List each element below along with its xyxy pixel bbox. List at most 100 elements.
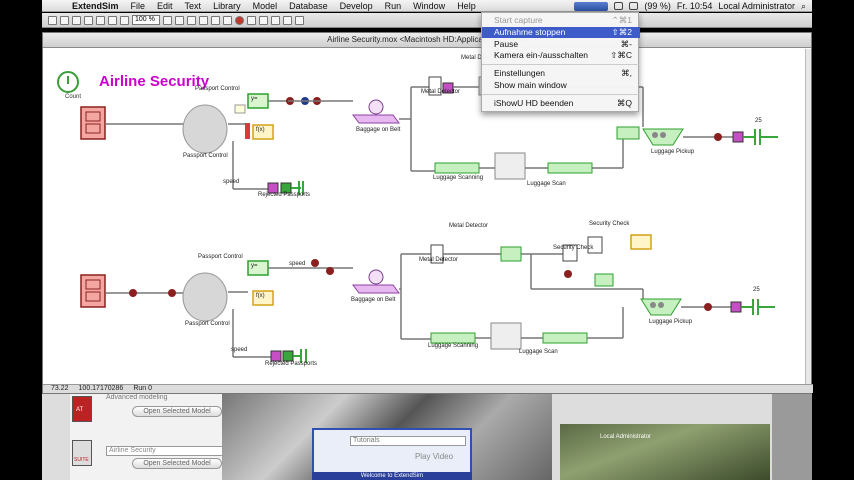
create-block-2[interactable] [80,274,106,308]
menu-database[interactable]: Database [289,0,328,11]
security-check-booth[interactable] [562,244,578,262]
label-security-check-b: Security Check [553,245,594,251]
status-time: 73.22 [51,385,69,392]
menu-help[interactable]: Help [457,0,476,11]
label-rejected-2: Rejected Passports [265,361,318,367]
background-area: AT Advanced modeling Open Selected Model… [42,394,812,480]
executive-clock-icon[interactable] [57,71,79,93]
animation-icon[interactable] [283,15,292,25]
menu-item-label: Aufnahme stoppen [494,27,566,37]
tutorials-select[interactable]: Tutorials [350,436,466,446]
menu-app-name[interactable]: ExtendSim [72,0,119,11]
stop-run-icon[interactable] [235,15,244,25]
step-icon[interactable] [271,15,280,25]
menu-item-toggle-camera[interactable]: Kamera ein-/ausschalten ⇧⌘C [482,50,640,61]
label-yes-1: y= [251,96,258,102]
label-speed-1: speed [223,179,240,185]
model-canvas[interactable]: Count Airline Security [43,49,807,385]
equation-block-1[interactable] [252,124,274,140]
print-icon[interactable] [84,15,93,25]
menu-item-start-capture[interactable]: Start capture ⌃⌘1 [482,15,640,26]
model-diagram [80,76,778,363]
menu-develop[interactable]: Develop [339,0,373,11]
menu-run[interactable]: Run [384,0,402,11]
menu-item-shortcut: ⌘, [621,68,632,78]
luggage-scanning-belt-1[interactable] [434,162,480,174]
map-overlay-text: Local Administrator [600,434,652,440]
luggage-scan-machine-1[interactable] [494,152,526,180]
vertical-scrollbar[interactable] [805,49,811,385]
metal-detector-1[interactable] [428,76,442,96]
menu-item-show-main-window[interactable]: Show main window [482,80,640,91]
tutorials-panel: Tutorials Play Video [312,428,472,480]
save-icon[interactable] [72,15,81,25]
menu-item-label: Kamera ein-/ausschalten [494,50,589,60]
volume-icon[interactable] [629,2,639,10]
pointer-icon[interactable] [211,15,220,25]
menu-item-shortcut: ⌃⌘1 [611,15,632,25]
open-icon[interactable] [60,15,69,25]
text-icon[interactable] [199,15,208,25]
ishowu-dropdown-menu: Start capture ⌃⌘1 Aufnahme stoppen ⇧⌘2 P… [481,12,640,112]
menubar-user[interactable]: Local Administrator [718,1,795,11]
align-icon[interactable] [187,15,196,25]
menu-window[interactable]: Window [413,0,446,11]
menu-item-quit[interactable]: iShowU HD beenden ⌘Q [482,98,640,109]
open-selected-model-button-2[interactable]: Open Selected Model [132,458,222,469]
menu-item-label: Show main window [494,80,567,90]
menu-item-shortcut: ⌘Q [616,98,632,108]
status-bar: 73.22 100.17170286 Run 0 [43,384,813,393]
spotlight-icon[interactable]: ⌕ [800,0,806,11]
luggage-scanning-belt-2[interactable] [430,332,476,344]
equation-block-2[interactable] [252,290,274,306]
menu-file[interactable]: File [130,0,146,11]
menu-library[interactable]: Library [213,0,241,11]
copy-icon[interactable] [108,15,117,25]
debug-icon[interactable] [295,15,304,25]
label-count-2: 25 [753,287,760,293]
label-yes-2: y= [251,263,258,269]
paste-icon[interactable] [120,15,129,25]
model-select-field[interactable]: Airline Security [106,446,224,456]
hand-icon[interactable] [223,15,232,25]
model-window: Airline Security.mox <Macintosh HD:Appli… [42,32,813,394]
label-count-1: 25 [755,118,762,124]
label-metal-2: Metal Detector [449,223,489,229]
menu-item-shortcut: ⇧⌘C [610,50,632,60]
run-icon[interactable] [247,15,256,25]
menu-model[interactable]: Model [252,0,278,11]
label-passport-control-2b: Passport Control [185,321,230,327]
open-selected-model-button-1[interactable]: Open Selected Model [132,406,222,417]
cut-icon[interactable] [96,15,105,25]
play-video-button[interactable]: Play Video [414,452,454,461]
passport-control-icon-1[interactable] [182,104,228,154]
label-security-check: Security Check [589,221,630,227]
menu-item-label: Einstellungen [494,68,546,78]
luggage-scan-machine-2[interactable] [490,322,522,350]
toolbar: 100 % [42,13,812,28]
menubar: ExtendSim File Edit Text Library Model D… [42,0,812,12]
zoom-out-icon[interactable] [175,15,184,25]
label-passport-control-1: Passport Control [195,86,240,92]
menu-item-pause[interactable]: Pause ⌘- [482,39,640,50]
menubar-clock[interactable]: Fr. 10:54 [676,1,713,11]
menu-edit[interactable]: Edit [157,0,173,11]
label-baggage-1: Baggage on Belt [356,127,401,133]
zoom-in-icon[interactable] [163,15,172,25]
passport-control-icon-2[interactable] [182,272,228,322]
menu-item-stop-recording[interactable]: Aufnahme stoppen ⇧⌘2 [482,27,640,38]
brand-a-text: AT [76,407,84,413]
baggage-belt-icon-1[interactable] [352,114,400,124]
pause-icon[interactable] [259,15,268,25]
window-title[interactable]: Airline Security.mox <Macintosh HD:Appli… [43,33,811,48]
ishowu-menu-icon[interactable] [574,1,609,11]
clock-label: Count [65,94,82,100]
wifi-icon[interactable] [614,2,624,10]
battery-status[interactable]: (99 %) [644,1,671,11]
new-icon[interactable] [48,15,57,25]
menu-text[interactable]: Text [184,0,202,11]
menu-item-settings[interactable]: Einstellungen ⌘, [482,68,640,79]
baggage-belt-icon-2[interactable] [352,284,400,294]
zoom-field[interactable]: 100 % [132,15,160,25]
